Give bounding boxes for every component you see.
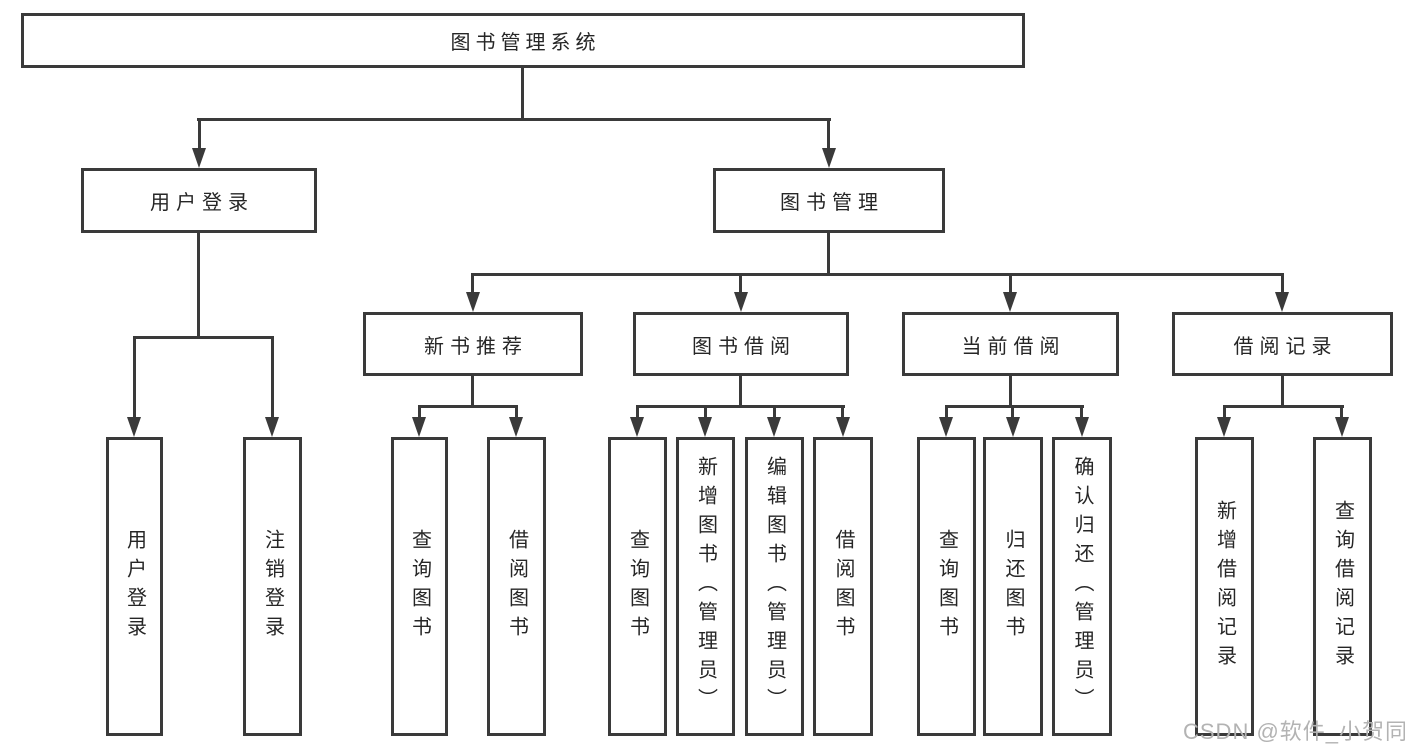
leaf-label: 新增借阅记录 [1213,499,1236,674]
arrow-down-icon [767,417,781,437]
node-label: 图书借阅 [692,335,796,358]
connector-line [521,68,524,121]
connector-line [1011,405,1014,420]
node-label: 新书推荐 [424,335,528,358]
connector-line [773,405,776,420]
connector-line [945,405,948,420]
arrow-down-icon [127,417,141,437]
connector-line [739,273,742,295]
connector-line [1080,405,1083,420]
connector-line [1281,273,1284,295]
arrow-down-icon [836,417,850,437]
leaf-label: 借阅图书 [832,528,854,645]
leaf-label: 查询图书 [626,528,649,645]
arrow-down-icon [1075,417,1089,437]
leaf-label: 注销登录 [261,528,284,645]
leaf-edit-book-admin: 编辑图书（管理员） [745,437,804,736]
connector-line [636,405,639,420]
connector-line [739,376,742,408]
node-library-management-system: 图书管理系统 [21,13,1025,68]
connector-line [197,233,200,339]
node-book-borrow: 图书借阅 [633,312,849,376]
node-current-borrow: 当前借阅 [902,312,1119,376]
arrow-down-icon [1003,292,1017,312]
connector-line [841,405,844,420]
connector-line [198,118,201,150]
arrow-down-icon [265,417,279,437]
arrow-down-icon [734,292,748,312]
arrow-down-icon [412,417,426,437]
connector-line [133,336,136,420]
node-label: 图书管理系统 [450,32,601,54]
leaf-query-books-current: 查询图书 [917,437,976,736]
connector-line [133,336,274,339]
arrow-down-icon [1217,417,1231,437]
connector-line [827,233,830,276]
connector-line [471,273,1284,276]
leaf-user-login: 用户登录 [106,437,163,736]
connector-line [1009,273,1012,295]
node-label: 用户登录 [150,192,254,214]
node-label: 借阅记录 [1233,335,1338,358]
connector-line [945,405,1084,408]
leaf-query-borrow-record: 查询借阅记录 [1313,437,1372,736]
arrow-down-icon [1335,417,1349,437]
leaf-borrow-books: 借阅图书 [813,437,873,736]
connector-line [418,405,518,408]
leaf-label: 查询图书 [408,528,431,645]
node-book-management: 图书管理 [713,168,945,233]
connector-line [271,336,274,420]
leaf-label: 新增图书（管理员） [694,456,717,717]
arrow-down-icon [822,148,836,168]
node-user-login: 用户登录 [81,168,317,233]
connector-line [197,118,831,121]
arrow-down-icon [509,417,523,437]
connector-line [1223,405,1344,408]
leaf-query-books-recommend: 查询图书 [391,437,448,736]
leaf-confirm-return-admin: 确认归还（管理员） [1052,437,1112,736]
connector-line [1009,376,1012,408]
leaf-return-books: 归还图书 [983,437,1043,736]
connector-line [704,405,707,420]
watermark: CSDN @软件_小贺同学 [1183,719,1405,744]
leaf-query-books-borrow: 查询图书 [608,437,667,736]
node-label: 当前借阅 [961,335,1066,358]
arrow-down-icon [466,292,480,312]
connector-line [636,405,845,408]
leaf-logout: 注销登录 [243,437,302,736]
arrow-down-icon [698,417,712,437]
leaf-label: 用户登录 [123,528,146,645]
connector-line [1281,376,1284,408]
leaf-label: 查询借阅记录 [1331,499,1354,674]
arrow-down-icon [1275,292,1289,312]
leaf-add-book-admin: 新增图书（管理员） [676,437,735,736]
arrow-down-icon [630,417,644,437]
leaf-add-borrow-record: 新增借阅记录 [1195,437,1254,736]
leaf-label: 编辑图书（管理员） [763,456,786,717]
connector-line [471,273,474,295]
arrow-down-icon [939,417,953,437]
connector-line [418,405,421,420]
leaf-label: 归还图书 [1002,528,1024,645]
arrow-down-icon [1006,417,1020,437]
connector-line [1223,405,1226,420]
connector-line [515,405,518,420]
leaf-label: 借阅图书 [505,528,528,645]
connector-line [827,118,830,150]
leaf-label: 查询图书 [935,528,958,645]
leaf-borrow-books-recommend: 借阅图书 [487,437,546,736]
node-borrow-records: 借阅记录 [1172,312,1393,376]
connector-line [471,376,474,408]
node-new-book-recommend: 新书推荐 [363,312,583,376]
connector-line [1340,405,1343,420]
node-label: 图书管理 [780,192,884,214]
leaf-label: 确认归还（管理员） [1071,456,1093,717]
arrow-down-icon [192,148,206,168]
